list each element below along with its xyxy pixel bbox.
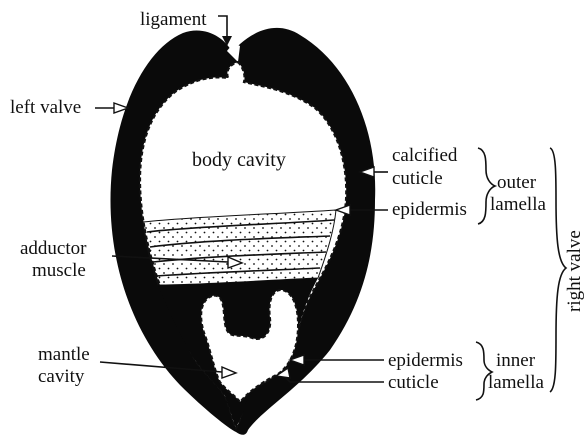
label-mantle-line1: mantle — [38, 344, 90, 365]
label-ligament: ligament — [140, 9, 207, 30]
label-epidermis-inner: epidermis — [388, 350, 463, 371]
label-outer-line1: outer — [497, 172, 537, 193]
label-left-valve: left valve — [10, 97, 81, 118]
label-inner-line2: lamella — [488, 372, 544, 393]
label-outer-line2: lamella — [490, 194, 546, 215]
label-inner-line1: inner — [496, 350, 536, 371]
label-body-cavity: body cavity — [192, 149, 286, 171]
label-adductor-line2: muscle — [32, 260, 86, 281]
label-mantle-line2: cavity — [38, 366, 85, 387]
ligament-pointer — [218, 16, 227, 38]
label-calcified-line1: calcified — [392, 145, 458, 166]
label-right-valve: right valve — [564, 230, 585, 312]
label-cuticle: cuticle — [388, 372, 439, 393]
label-epidermis-outer: epidermis — [392, 199, 467, 220]
label-adductor-line1: adductor — [20, 238, 87, 259]
label-calcified-line2: cuticle — [392, 168, 443, 189]
